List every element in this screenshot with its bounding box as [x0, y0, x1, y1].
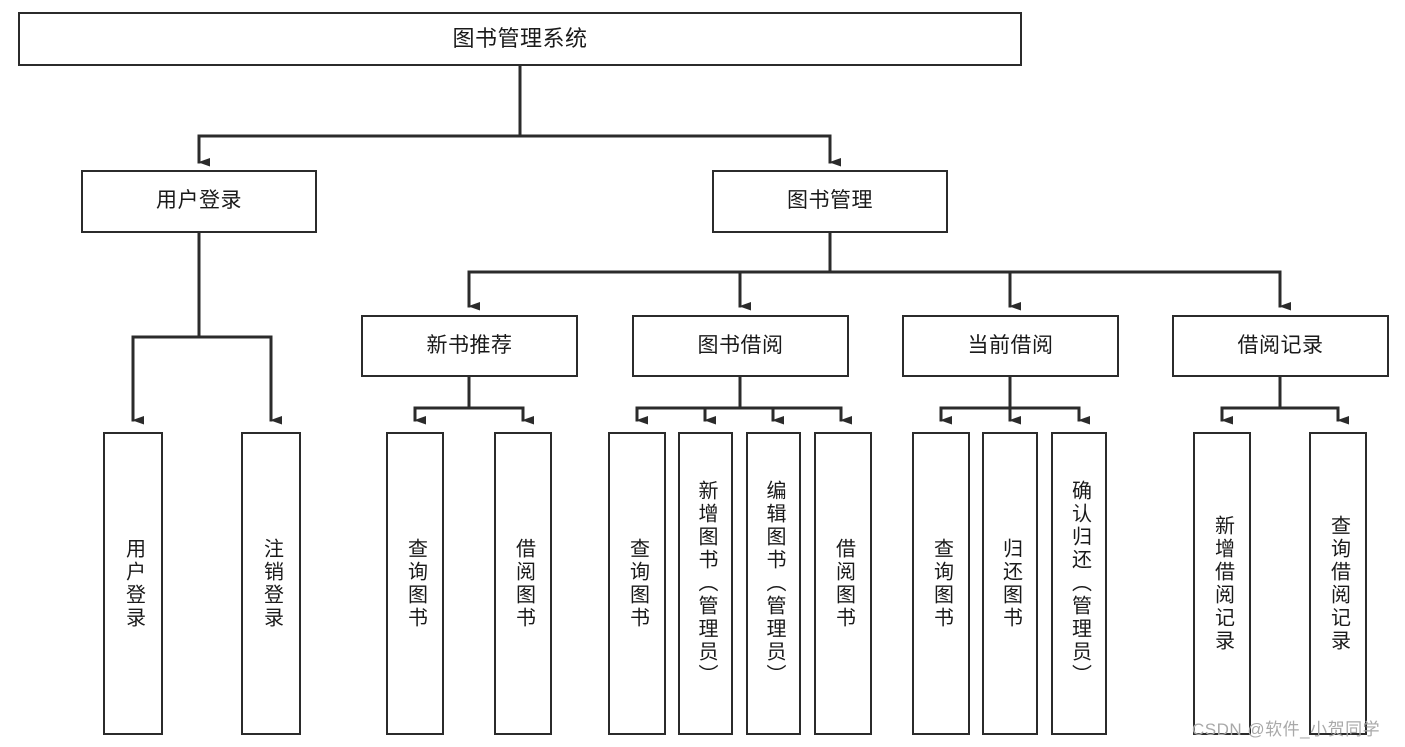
node-leaf-add-book[interactable]: 新增图书（管理员）	[678, 432, 733, 735]
node-leaf-edit-book[interactable]: 编辑图书（管理员）	[746, 432, 801, 735]
node-leaf-confirm-return[interactable]: 确认归还（管理员）	[1051, 432, 1107, 735]
csdn-watermark: CSDN @软件_小贺同学	[1192, 720, 1381, 739]
node-label: 新书推荐	[426, 333, 513, 357]
node-user-login[interactable]: 用户登录	[81, 170, 317, 233]
node-leaf-add-borrow-record[interactable]: 新增借阅记录	[1193, 432, 1251, 735]
node-label: 图书借阅	[697, 333, 784, 357]
node-leaf-query-borrow-record[interactable]: 查询借阅记录	[1309, 432, 1367, 735]
node-label: 借阅图书	[832, 537, 855, 630]
node-leaf-user-login[interactable]: 用户登录	[103, 432, 163, 735]
node-root-book-management-system[interactable]: 图书管理系统	[18, 12, 1022, 66]
node-borrow-record[interactable]: 借阅记录	[1172, 315, 1389, 377]
node-label: 编辑图书（管理员）	[763, 480, 785, 687]
node-leaf-query-book-borrow[interactable]: 查询图书	[608, 432, 666, 735]
node-leaf-borrow-book-recommend[interactable]: 借阅图书	[494, 432, 552, 735]
node-label: 查询图书	[626, 537, 649, 630]
node-leaf-query-book-current[interactable]: 查询图书	[912, 432, 970, 735]
node-label: 借阅图书	[512, 537, 535, 630]
node-label: 确认归还（管理员）	[1068, 480, 1091, 687]
node-book-management[interactable]: 图书管理	[712, 170, 948, 233]
node-label: 查询借阅记录	[1327, 514, 1350, 653]
node-label: 借阅记录	[1237, 333, 1324, 357]
node-label: 新增借阅记录	[1211, 514, 1234, 653]
node-label: 新增图书（管理员）	[695, 480, 717, 687]
node-book-borrow[interactable]: 图书借阅	[632, 315, 849, 377]
node-leaf-borrow-book[interactable]: 借阅图书	[814, 432, 872, 735]
node-new-book-recommend[interactable]: 新书推荐	[361, 315, 578, 377]
node-label: 归还图书	[999, 537, 1022, 630]
node-label: 用户登录	[156, 189, 242, 213]
node-label: 查询图书	[404, 537, 427, 630]
node-label: 用户登录	[122, 537, 145, 630]
node-label: 图书管理系统	[452, 26, 588, 52]
node-label: 注销登录	[260, 537, 283, 630]
node-label: 查询图书	[930, 537, 953, 630]
node-label: 当前借阅	[967, 333, 1054, 357]
node-label: 图书管理	[787, 189, 873, 213]
node-leaf-query-book-recommend[interactable]: 查询图书	[386, 432, 444, 735]
node-current-borrow[interactable]: 当前借阅	[902, 315, 1119, 377]
node-leaf-user-logout[interactable]: 注销登录	[241, 432, 301, 735]
node-leaf-return-book[interactable]: 归还图书	[982, 432, 1038, 735]
